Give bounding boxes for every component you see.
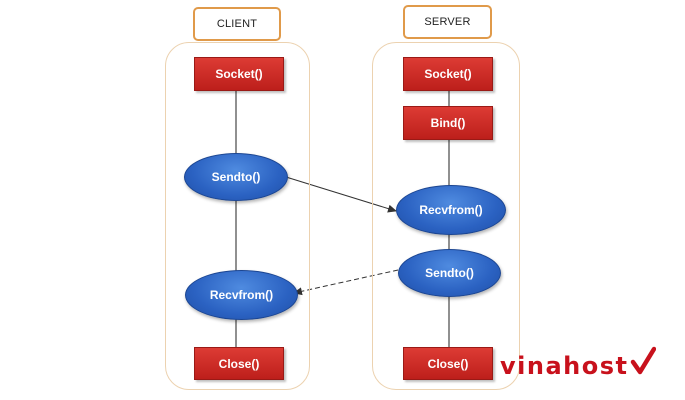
client-sendto-node: Sendto()	[184, 153, 288, 201]
server-recvfrom-node: Recvfrom()	[396, 185, 506, 235]
client-close-node: Close()	[194, 347, 284, 380]
logo-text: vinahost	[500, 352, 629, 380]
client-label: CLIENT	[193, 7, 281, 41]
client-column	[165, 42, 310, 390]
client-socket-node: Socket()	[194, 57, 284, 91]
server-bind-node: Bind()	[403, 106, 493, 140]
vinahost-logo: vinahost	[500, 344, 657, 380]
server-label: SERVER	[403, 5, 492, 39]
checkmark-icon	[631, 346, 657, 375]
server-sendto-node: Sendto()	[398, 249, 501, 297]
server-column	[372, 42, 520, 390]
server-socket-node: Socket()	[403, 57, 493, 91]
edge-sendto-to-recvfrom-dashed	[293, 269, 399, 296]
client-recvfrom-node: Recvfrom()	[185, 270, 298, 320]
server-close-node: Close()	[403, 347, 493, 380]
edge-sendto-to-recvfrom	[285, 176, 397, 213]
